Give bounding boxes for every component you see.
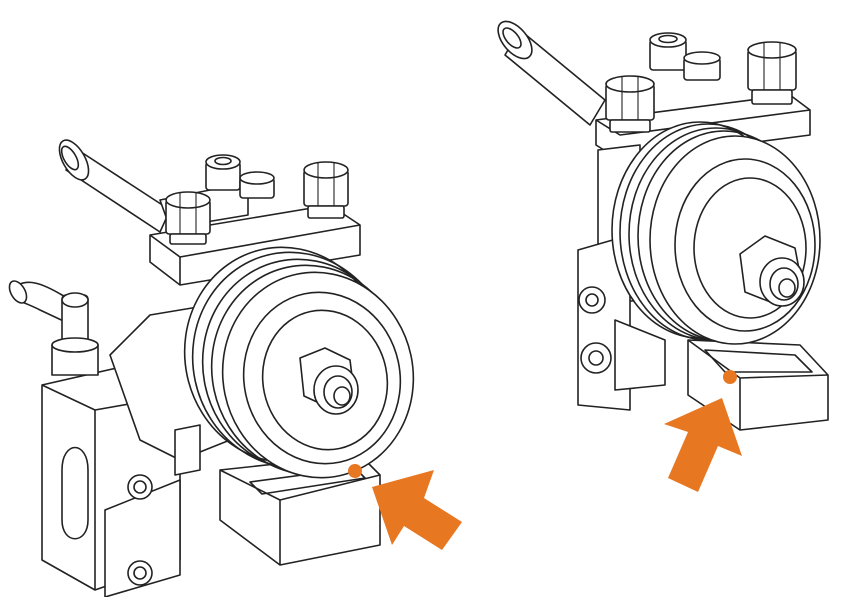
left-center-nut [299,347,359,415]
left-elbow-fitting [8,280,99,376]
right-assembly [497,20,829,492]
right-bolt-small [683,51,721,81]
left-bolt-front [165,191,211,245]
left-bolt-rear [303,161,349,219]
right-marker-arrow [664,398,742,492]
right-marker-dot [723,370,737,384]
left-assembly [8,139,462,597]
right-pulley [611,121,821,345]
right-center-nut [739,235,805,307]
left-bolt-small [239,171,275,199]
right-shaft [497,20,606,126]
right-bolt-center-socket [649,32,687,71]
left-bolt-center-socket [205,154,241,191]
left-shaft [58,139,171,233]
right-bolt-rear [747,41,797,105]
left-marker-arrow [372,470,462,550]
right-side-plate [577,234,666,411]
left-marker-dot [348,464,362,478]
right-bolt-front [605,75,655,133]
